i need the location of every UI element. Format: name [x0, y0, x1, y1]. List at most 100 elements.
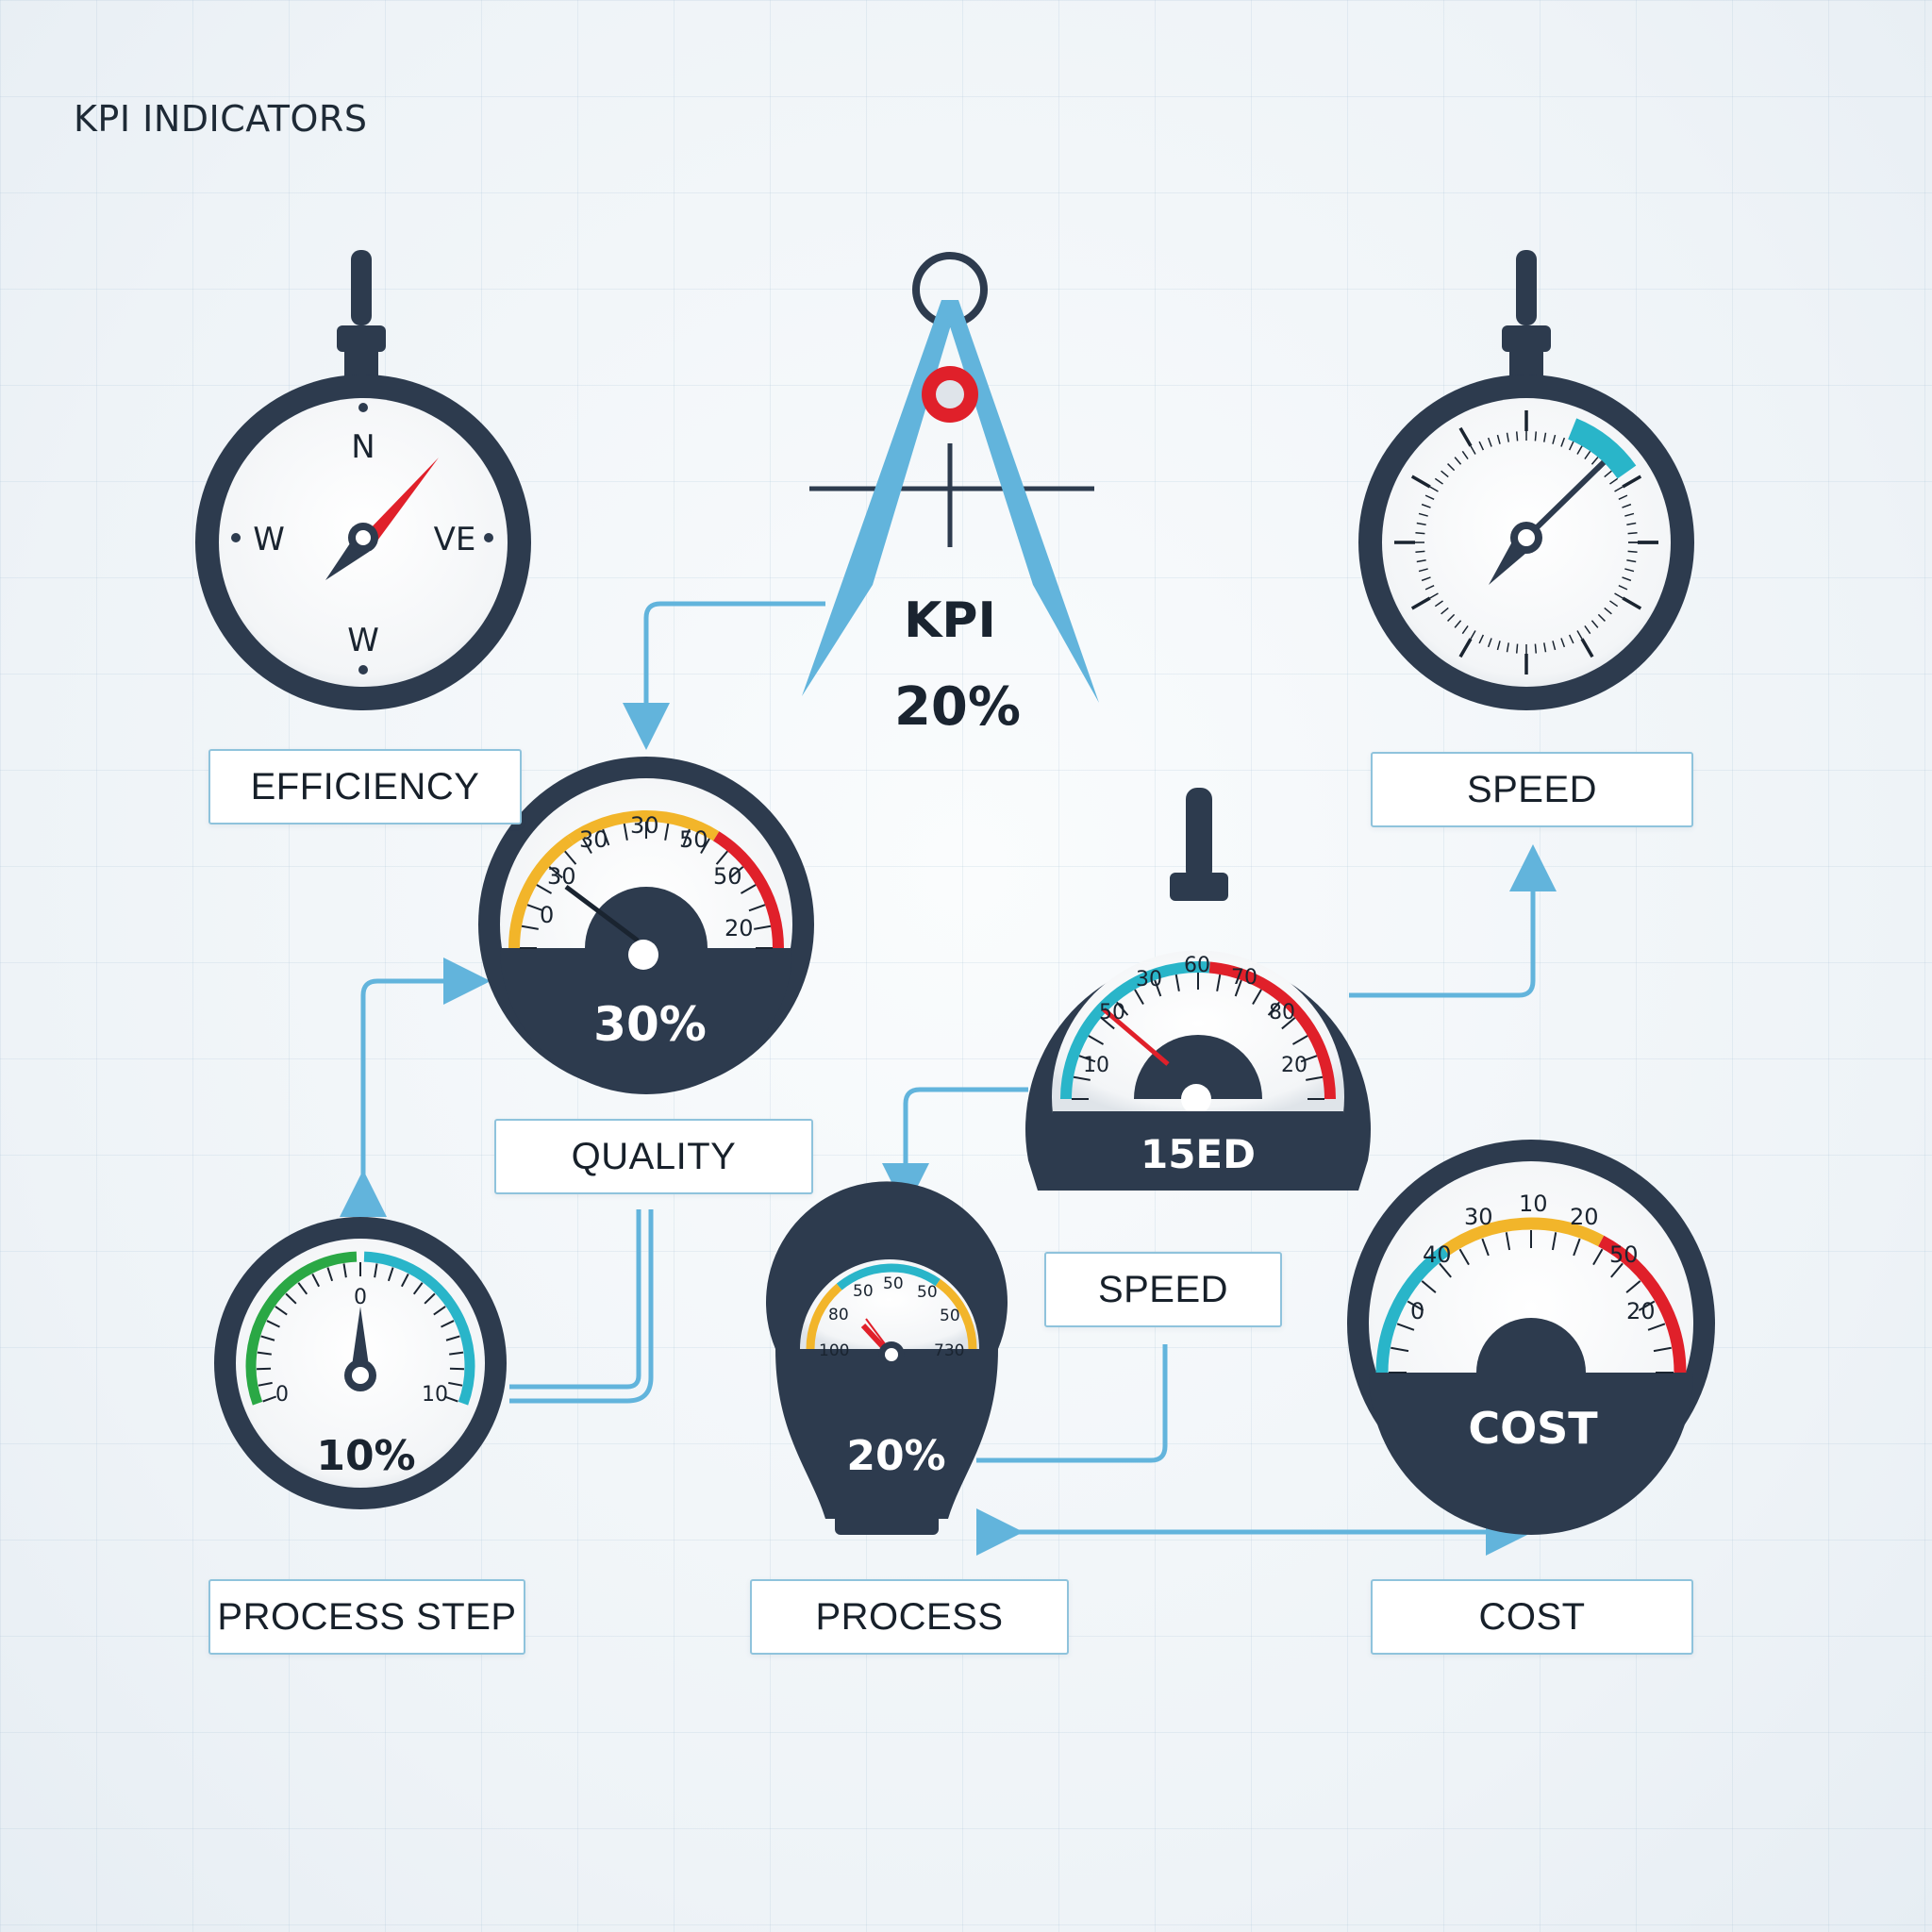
quality-tick-mark: [526, 904, 544, 912]
compass-needle-red: [363, 458, 439, 547]
stopwatch-minor-tick: [1552, 434, 1557, 444]
label-process: PROCESS: [750, 1579, 1069, 1655]
connector-speedgauge-to-process: [882, 1087, 1028, 1210]
pr-arc-segment: [806, 1283, 842, 1350]
stopwatch-minor-tick: [1584, 450, 1591, 459]
stopwatch-minor-tick: [1487, 638, 1492, 648]
quality-tick-5: 50: [713, 863, 742, 890]
compass-south-label: W: [347, 622, 379, 659]
connector-kpi-to-quality: [623, 601, 825, 750]
step-arc-teal: [363, 1251, 475, 1406]
connector-step-to-quality: [509, 1209, 641, 1390]
speed-tick-6: 20: [1281, 1054, 1307, 1077]
cost-ticks: [1389, 1230, 1674, 1374]
quality-tick-0: 0: [540, 902, 554, 928]
stopwatch-major-tick: [1622, 475, 1642, 489]
stopwatch-minor-tick: [1614, 486, 1624, 492]
stopwatch-minor-tick: [1434, 600, 1443, 608]
stopwatch-minor-tick: [1454, 457, 1462, 465]
cost-gauge: 0 40 30 10 20 50 20 COST: [1347, 1140, 1715, 1535]
stopwatch-minor-tick: [1416, 522, 1426, 525]
speed-tick-1: 50: [1099, 1001, 1125, 1024]
pr-arc-segment: [935, 1278, 977, 1350]
cost-tick-mark: [1610, 1262, 1624, 1278]
cost-tick-mark: [1625, 1280, 1641, 1293]
stopwatch-minor-tick: [1618, 584, 1628, 591]
quality-gauge: 0 30 30 30 50 50 20 30%: [478, 757, 814, 1094]
cost-tick-mark: [1481, 1238, 1490, 1257]
stopwatch-minor-tick: [1576, 445, 1583, 455]
stopwatch-minor-tick: [1622, 576, 1632, 582]
step-tick-mark: [400, 1273, 409, 1288]
step-value: 10%: [316, 1432, 415, 1480]
stopwatch-minor-tick: [1552, 641, 1557, 651]
cost-tick-mark: [1573, 1238, 1581, 1257]
q-arc-segment: [508, 835, 575, 949]
quality-needle: [564, 885, 640, 942]
step-tick-mark: [449, 1351, 464, 1356]
speed-tick-mark: [1134, 989, 1144, 1006]
speed-tick-mark: [1306, 1075, 1324, 1081]
stopwatch-minor-tick: [1424, 494, 1435, 501]
speed-tick-mark: [1281, 1017, 1296, 1030]
stopwatch-minor-tick: [1496, 641, 1501, 651]
cost-tick-mark: [1551, 1232, 1557, 1251]
cost-tick-mark: [1592, 1248, 1604, 1266]
cost-tick-mark: [1638, 1300, 1656, 1311]
q-arc-segment: [712, 831, 784, 949]
speed-tick-mark: [1267, 1001, 1280, 1016]
stopwatch-minor-tick: [1421, 503, 1431, 508]
stopwatch-minor-tick: [1604, 607, 1612, 615]
c-arc-segment: [1598, 1235, 1687, 1374]
speed-tick-5: 80: [1269, 1001, 1295, 1024]
stopwatch-minor-tick: [1626, 559, 1637, 563]
speed-tick-0: 10: [1083, 1054, 1109, 1077]
stopwatch-minor-tick: [1597, 613, 1606, 622]
stopwatch-minor-tick: [1624, 512, 1635, 517]
cost-tick-mark: [1421, 1280, 1437, 1293]
speed-value: 15ED: [1141, 1131, 1256, 1177]
step-tick-mark: [257, 1351, 272, 1356]
quality-tick-1: 30: [547, 863, 576, 890]
stopwatch-major-tick: [1622, 596, 1642, 610]
stopwatch-minor-tick: [1614, 592, 1624, 599]
compass-east-label: VE: [434, 521, 476, 558]
stopwatch-major-tick: [1410, 596, 1431, 610]
quality-tick-mark: [748, 904, 766, 912]
speed-tick-mark: [1252, 989, 1262, 1006]
stopwatch-minor-tick: [1454, 620, 1462, 628]
stopwatch-minor-tick: [1626, 522, 1637, 525]
cost-tick-0: 0: [1410, 1298, 1424, 1324]
stopwatch-minor-tick: [1470, 630, 1476, 640]
stopwatch-minor-tick: [1478, 634, 1485, 644]
label-cost: COST: [1371, 1579, 1693, 1655]
quality-tick-mark: [564, 850, 577, 865]
stopwatch-minor-tick: [1609, 600, 1619, 608]
kpi-value: 20%: [894, 676, 1021, 738]
step-tick-mark: [448, 1381, 463, 1387]
stopwatch-minor-tick: [1560, 638, 1566, 648]
stopwatch-minor-ticks: [1415, 431, 1638, 654]
compass-gauge: N W VE W: [195, 250, 531, 710]
process-tick-5: 50: [940, 1307, 960, 1325]
quality-tick-2: 30: [579, 826, 608, 853]
stopwatch-gauge: [1358, 250, 1694, 710]
speed-gauge: 10 50 30 60 70 80 20 15ED: [1025, 788, 1371, 1191]
step-ticks: [257, 1262, 464, 1403]
cost-value: COST: [1468, 1403, 1598, 1454]
s-arc-segment: [1060, 960, 1210, 1100]
stopwatch-needle: [1524, 459, 1607, 541]
step-tick-mark: [445, 1335, 460, 1341]
quality-tick-mark: [548, 866, 563, 879]
label-quality: QUALITY: [494, 1119, 813, 1194]
cost-tick-3: 10: [1519, 1191, 1548, 1217]
stopwatch-minor-tick: [1461, 625, 1469, 635]
kpi-drawing-compass: KPI 20%: [802, 252, 1099, 738]
stopwatch-teal-band: [1568, 418, 1637, 479]
stopwatch-major-tick: [1458, 638, 1473, 658]
quality-tick-mark: [754, 924, 772, 930]
quality-ticks: [520, 822, 773, 949]
stopwatch-minor-tick: [1418, 568, 1428, 573]
step-tick-mark: [374, 1263, 378, 1278]
step-tick-mark: [266, 1320, 280, 1328]
